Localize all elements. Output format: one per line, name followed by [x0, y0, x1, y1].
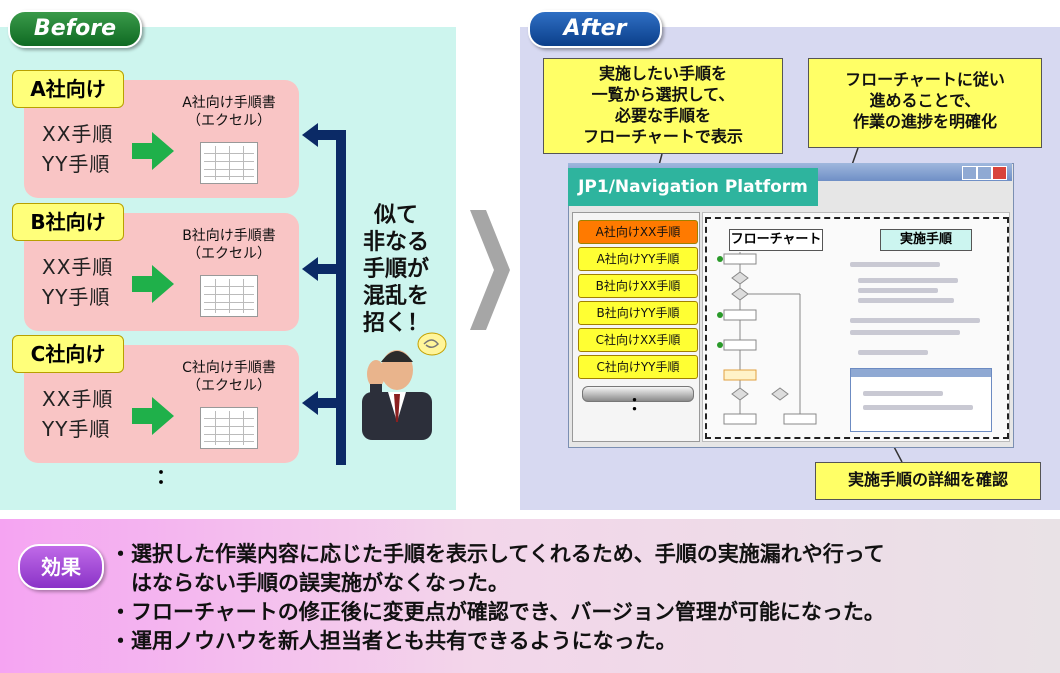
effects-panel	[0, 519, 1060, 673]
company-card-b: B社向け XX手順 YY手順 B社向け手順書 （エクセル）	[12, 203, 299, 331]
callout-flow: フローチャートに従い 進めることで、 作業の進捗を明確化	[808, 58, 1042, 148]
proc-xx: XX手順	[42, 387, 114, 411]
close-icon	[992, 166, 1007, 180]
flowchart-label: フローチャート	[729, 229, 823, 251]
nav-item-c-xx[interactable]: C社向けXX手順	[578, 328, 698, 352]
effect-item-1-cont: はならない手順の誤実施がなくなった。	[110, 571, 509, 595]
effect-item-3: ・運用ノウハウを新人担当者とも共有できるようになった。	[110, 629, 677, 653]
flowchart-diagram	[717, 252, 817, 425]
doc-title: C社向け手順書 （エクセル）	[182, 360, 276, 394]
callout-detail: 実施手順の詳細を確認	[815, 462, 1041, 500]
green-arrow-icon	[132, 397, 174, 435]
company-label: A社向け	[12, 70, 124, 108]
detail-text-line	[850, 262, 940, 267]
green-arrow-icon	[132, 132, 174, 170]
spreadsheet-icon	[200, 407, 258, 449]
detail-text-line	[858, 350, 928, 355]
proc-yy: YY手順	[42, 285, 111, 309]
after-tag: After	[528, 10, 662, 48]
spreadsheet-icon	[200, 142, 258, 184]
proc-yy: YY手順	[42, 152, 111, 176]
spreadsheet-icon	[200, 275, 258, 317]
nav-ellipsis: ：	[630, 394, 648, 415]
nav-item-a-xx[interactable]: A社向けXX手順	[578, 220, 698, 244]
maximize-icon	[977, 166, 992, 180]
detail-dialog	[850, 368, 992, 432]
detail-text-line	[850, 330, 960, 335]
green-arrow-icon	[132, 265, 174, 303]
company-card-a: A社向け XX手順 YY手順 A社向け手順書 （エクセル）	[12, 70, 299, 198]
confusion-text: 似て 非なる 手順が 混乱を 招く！	[362, 203, 429, 336]
ellipsis: ：	[156, 464, 176, 488]
detail-text-line	[858, 298, 954, 303]
chevron-right-icon	[470, 210, 510, 330]
nav-item-a-yy[interactable]: A社向けYY手順	[578, 247, 698, 271]
navy-bracket-arrows	[302, 123, 346, 465]
effects-badge: 効果	[18, 544, 104, 590]
proc-xx: XX手順	[42, 255, 114, 279]
company-label: C社向け	[12, 335, 124, 373]
effect-item-1: ・選択した作業内容に応じた手順を表示してくれるため、手順の実施漏れや行って	[110, 542, 885, 566]
detail-text-line	[858, 278, 958, 283]
minimize-icon	[962, 166, 977, 180]
nav-item-b-yy[interactable]: B社向けYY手順	[578, 301, 698, 325]
dashed-highlight-frame	[705, 217, 1009, 439]
nav-item-b-xx[interactable]: B社向けXX手順	[578, 274, 698, 298]
confused-person-icon	[362, 332, 447, 440]
doc-title: B社向け手順書 （エクセル）	[182, 228, 276, 262]
before-tag: Before	[8, 10, 142, 48]
effect-item-2: ・フローチャートの修正後に変更点が確認でき、バージョン管理が可能になった。	[110, 600, 885, 624]
more-items-button[interactable]	[582, 386, 694, 402]
proc-yy: YY手順	[42, 417, 111, 441]
company-label: B社向け	[12, 203, 124, 241]
detail-text-line	[858, 288, 938, 293]
app-title-banner: JP1/Navigation Platform	[568, 168, 818, 206]
company-card-c: C社向け XX手順 YY手順 C社向け手順書 （エクセル）	[12, 335, 299, 463]
callout-select: 実施したい手順を 一覧から選択して、 必要な手順を フローチャートで表示	[543, 58, 783, 154]
detail-text-line	[850, 318, 980, 323]
proc-xx: XX手順	[42, 122, 114, 146]
steps-label: 実施手順	[880, 229, 972, 251]
doc-title: A社向け手順書 （エクセル）	[182, 95, 276, 129]
nav-item-c-yy[interactable]: C社向けYY手順	[578, 355, 698, 379]
